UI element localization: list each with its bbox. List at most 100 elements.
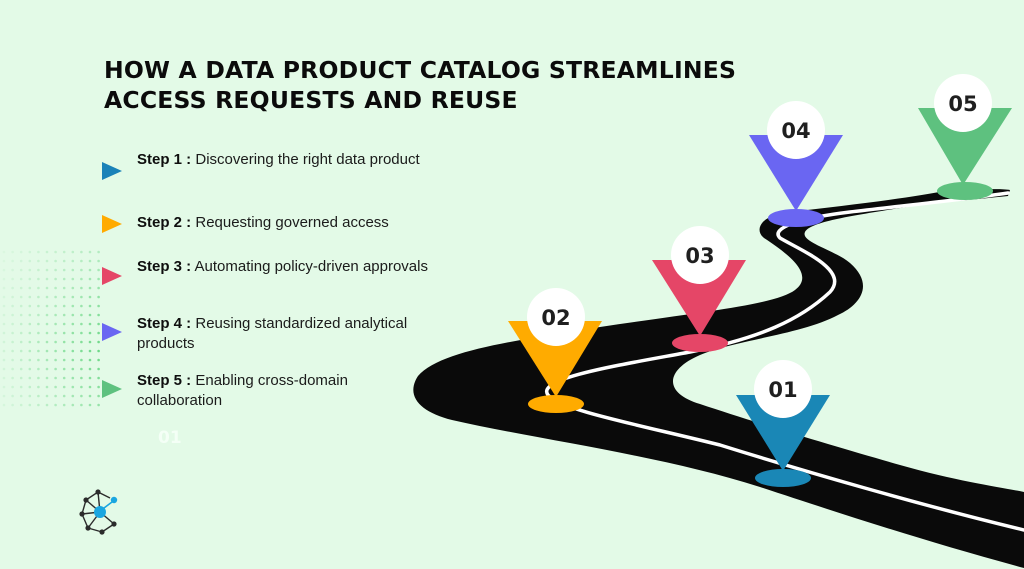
- marker-02-base: [528, 395, 584, 413]
- dot: [97, 358, 100, 362]
- dot: [80, 268, 83, 272]
- dot: [37, 313, 40, 317]
- dot: [62, 268, 66, 272]
- marker-01: 01: [736, 360, 830, 487]
- dot: [11, 313, 14, 317]
- ghost-number: 01: [158, 428, 182, 448]
- dot: [54, 250, 57, 254]
- marker-03-pin: [652, 260, 746, 336]
- marker-01-base: [755, 469, 811, 487]
- dot: [19, 259, 23, 263]
- dot: [45, 304, 49, 308]
- dot: [37, 403, 40, 407]
- dot: [54, 340, 57, 344]
- dot: [54, 331, 57, 335]
- dot: [97, 286, 100, 290]
- dot: [71, 403, 75, 407]
- dot: [71, 268, 75, 272]
- dot: [97, 403, 100, 407]
- dot: [80, 295, 83, 299]
- dot: [2, 313, 6, 317]
- dot: [11, 358, 14, 362]
- dot: [97, 313, 100, 317]
- dot: [19, 313, 23, 317]
- dot: [97, 376, 100, 380]
- dot: [97, 349, 100, 353]
- dot: [88, 376, 92, 380]
- dot: [62, 403, 66, 407]
- step-2-description: Requesting governed access: [191, 214, 389, 231]
- dot: [71, 322, 75, 326]
- dot: [88, 358, 92, 362]
- marker-03-base: [672, 334, 728, 352]
- dot: [19, 250, 23, 254]
- dot: [80, 286, 83, 290]
- dot: [45, 313, 49, 317]
- dot: [28, 331, 32, 335]
- dot: [97, 259, 100, 263]
- dot: [97, 304, 100, 308]
- dot: [97, 322, 100, 326]
- dot: [19, 286, 23, 290]
- marker-04: 04: [749, 101, 843, 227]
- dot: [54, 376, 57, 380]
- step-4-description: Reusing standardized analytical products: [137, 315, 408, 352]
- step-4-label: Step 4 :: [137, 315, 192, 332]
- road-surface: [413, 189, 1024, 568]
- dot: [97, 394, 100, 398]
- dot: [80, 313, 83, 317]
- dot: [45, 259, 49, 263]
- dot: [2, 385, 6, 389]
- dot: [45, 277, 49, 281]
- dot: [71, 394, 75, 398]
- dot: [2, 358, 6, 362]
- dot: [62, 277, 66, 281]
- dot: [28, 250, 32, 254]
- dot: [19, 376, 23, 380]
- dot: [45, 331, 49, 335]
- dot: [19, 268, 23, 272]
- dot: [19, 304, 23, 308]
- dot: [54, 286, 57, 290]
- dot: [19, 358, 23, 362]
- dot: [28, 349, 32, 353]
- dot: [54, 349, 57, 353]
- dot: [62, 304, 66, 308]
- step-4-text: Step 4 : Reusing standardized analytical…: [137, 314, 437, 353]
- dot: [54, 358, 57, 362]
- marker-02: 02: [508, 288, 602, 413]
- step-1-triangle-icon: [102, 162, 122, 180]
- dot: [62, 313, 66, 317]
- dot: [19, 322, 23, 326]
- dot: [97, 340, 100, 344]
- dot: [88, 313, 92, 317]
- dot: [11, 376, 14, 380]
- dot: [54, 313, 57, 317]
- dot: [37, 250, 40, 254]
- dot: [88, 340, 92, 344]
- marker-05-pin: [918, 108, 1012, 185]
- dot: [45, 340, 49, 344]
- marker-04-number: 04: [781, 119, 810, 143]
- dot: [88, 331, 92, 335]
- dot: [62, 286, 66, 290]
- step-3-description: Automating policy-driven approvals: [191, 258, 428, 275]
- dot: [45, 394, 49, 398]
- dot: [71, 259, 75, 263]
- dot: [37, 268, 40, 272]
- dot: [88, 277, 92, 281]
- dot: [62, 259, 66, 263]
- step-3-text: Step 3 : Automating policy-driven approv…: [137, 257, 437, 277]
- dot: [71, 250, 75, 254]
- dot: [11, 340, 14, 344]
- marker-04-circle: [767, 101, 825, 159]
- step-1-label: Step 1 :: [137, 151, 192, 168]
- dot: [2, 376, 6, 380]
- dot: [71, 277, 75, 281]
- dot: [62, 385, 66, 389]
- dot: [28, 358, 32, 362]
- dot: [11, 268, 14, 272]
- dot: [62, 394, 66, 398]
- dot: [97, 268, 100, 272]
